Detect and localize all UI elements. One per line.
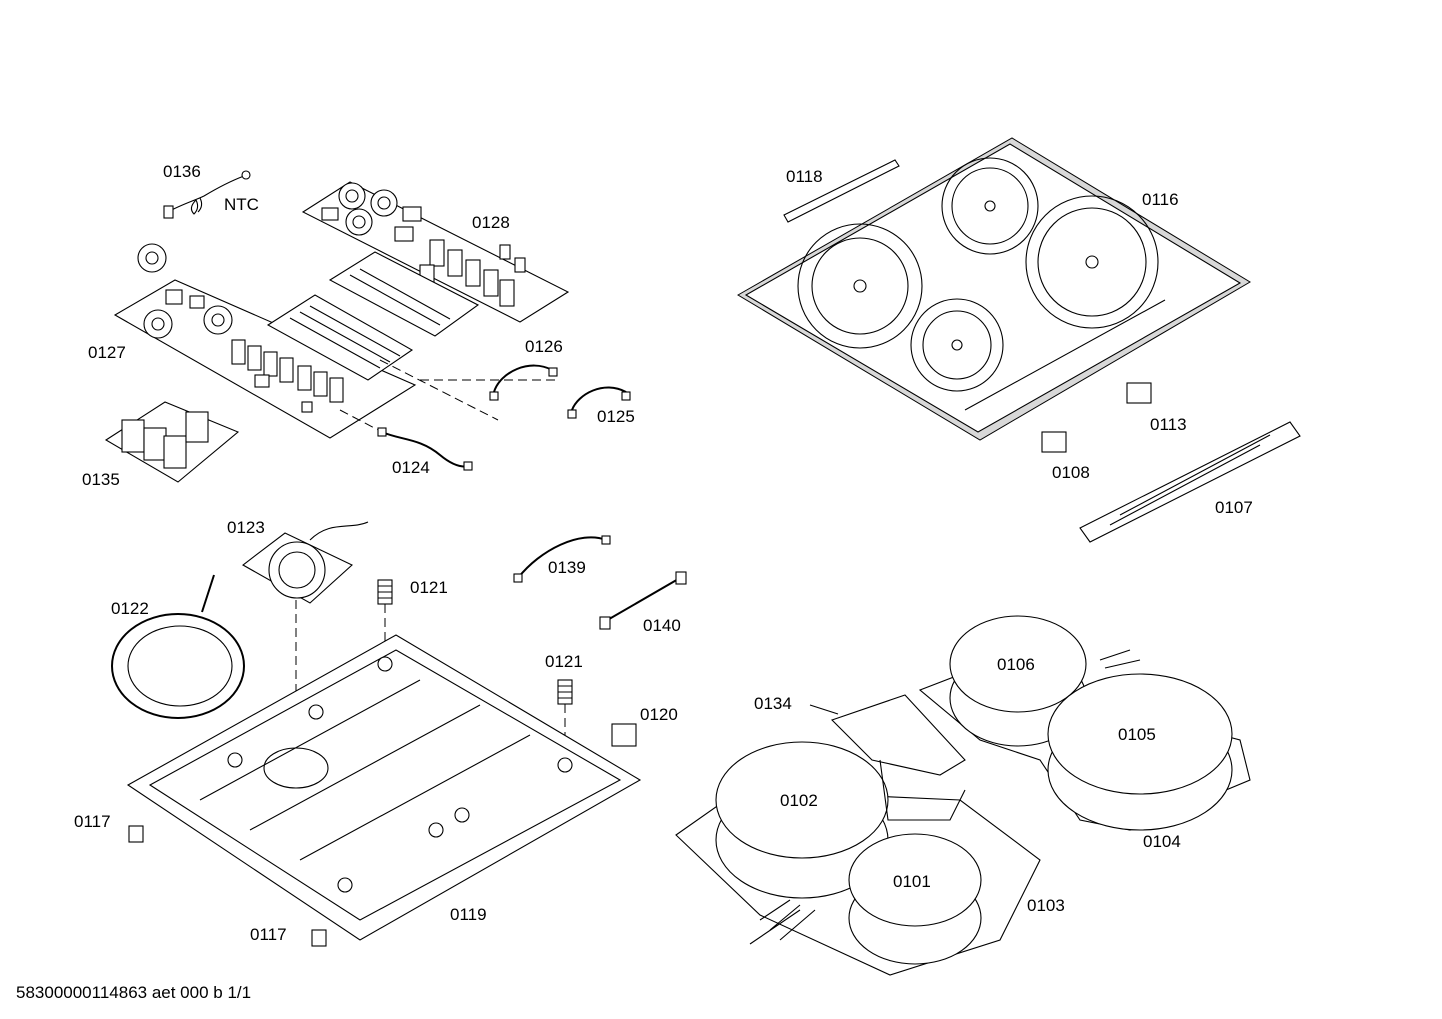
- knob-0108: [1041, 431, 1067, 453]
- clip-0120: [611, 723, 637, 747]
- label-0128: 0128: [472, 213, 510, 232]
- label-0122: 0122: [111, 599, 149, 618]
- label-0106: 0106: [997, 655, 1035, 674]
- label-0113: 0113: [1150, 415, 1187, 434]
- label-0126: 0126: [525, 337, 563, 356]
- label-0107: 0107: [1215, 498, 1253, 517]
- label-0127: 0127: [88, 343, 126, 362]
- label-0117-bottom: 0117: [250, 925, 287, 944]
- filter-board-0135: [104, 401, 240, 483]
- document-id-footer: 58300000114863 aet 000 b 1/1: [16, 983, 251, 1002]
- ntc-sensor-0136: [163, 170, 251, 219]
- control-board-0127: [113, 243, 480, 439]
- label-0134: 0134: [754, 694, 792, 713]
- label-0105: 0105: [1118, 725, 1156, 744]
- label-0108: 0108: [1052, 463, 1090, 482]
- label-0125: 0125: [597, 407, 635, 426]
- label-0103: 0103: [1027, 896, 1065, 915]
- heating-element-0105: [1047, 673, 1233, 831]
- element-wires: [749, 649, 1141, 945]
- base-tray-0119: [126, 634, 642, 941]
- label-0120: 0120: [640, 705, 678, 724]
- fan-0123: [242, 521, 369, 760]
- cables-0124-0125-0126: [339, 359, 631, 471]
- heating-element-0134: [830, 694, 966, 821]
- label-0104: 0104: [1143, 832, 1181, 851]
- label-0136: 0136: [163, 162, 201, 181]
- label-0116: 0116: [1142, 190, 1179, 209]
- label-0121-lower: 0121: [545, 652, 583, 671]
- label-ntc: NTC: [224, 195, 259, 214]
- label-0121-upper: 0121: [410, 578, 448, 597]
- label-0135: 0135: [82, 470, 120, 489]
- clips-0117: [128, 825, 327, 947]
- cables-0139-0140: [513, 535, 687, 630]
- heating-element-0102: [715, 741, 889, 899]
- label-0117-left: 0117: [74, 812, 111, 831]
- label-0123: 0123: [227, 518, 265, 537]
- glass-ceramic-top-0116: [737, 137, 1251, 441]
- label-0140: 0140: [643, 616, 681, 635]
- label-0119: 0119: [450, 905, 487, 924]
- label-0101: 0101: [893, 872, 931, 891]
- label-0102: 0102: [780, 791, 818, 810]
- heating-element-0101: [848, 833, 982, 965]
- power-board-0128: [301, 181, 570, 323]
- label-0139: 0139: [548, 558, 586, 577]
- cable-0122: [111, 574, 245, 719]
- knob-0113: [1126, 382, 1152, 404]
- trim-strip-0118: [783, 159, 900, 223]
- display-board-0107: [1079, 421, 1301, 543]
- label-0124: 0124: [392, 458, 430, 477]
- label-0118: 0118: [786, 167, 823, 186]
